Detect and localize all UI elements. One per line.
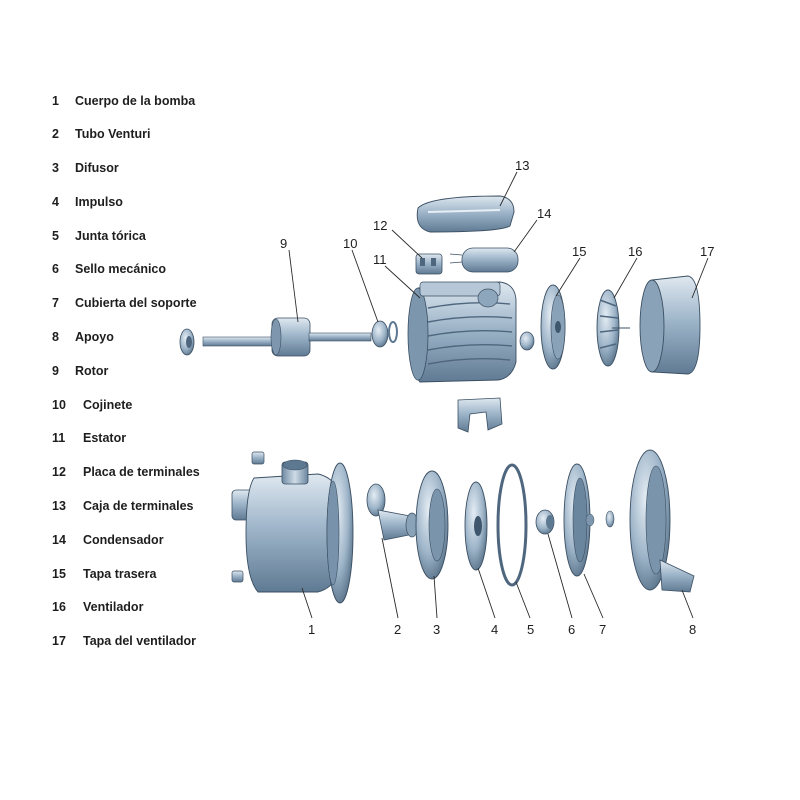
- legend-label: Cojinete: [83, 398, 133, 412]
- legend-item-3: 3 Difusor: [52, 158, 119, 178]
- legend-number: 3: [52, 161, 59, 175]
- callout-13: 13: [515, 158, 529, 173]
- bracket-cover-part: [563, 463, 595, 577]
- legend-label: Tubo Venturi: [75, 127, 151, 141]
- callout-leaders: [288, 171, 709, 619]
- fan-part: [596, 289, 630, 367]
- legend-label: Condensador: [83, 533, 164, 547]
- parts-legend: 1 Cuerpo de la bomba 2 Tubo Venturi 3 Difus…: [0, 0, 260, 800]
- legend-number: 14: [52, 533, 66, 547]
- pump-body-part: [231, 459, 354, 604]
- legend-item-17: 17 Tapa del ventilador: [52, 631, 196, 651]
- callout-16: 16: [628, 244, 642, 259]
- legend-label: Cubierta del soporte: [75, 296, 197, 310]
- legend-item-4: 4 Impulso: [52, 192, 123, 212]
- support-part: [629, 449, 695, 593]
- legend-label: Apoyo: [75, 330, 114, 344]
- legend-number: 8: [52, 330, 59, 344]
- legend-item-7: 7 Cubierta del soporte: [52, 293, 197, 313]
- mechanical-seal-part: [535, 509, 555, 535]
- stator-part: [407, 281, 517, 383]
- legend-item-12: 12 Placa de terminales: [52, 462, 200, 482]
- plug-bottom-part: [231, 570, 244, 583]
- legend-label: Rotor: [75, 364, 109, 378]
- legend-number: 16: [52, 600, 66, 614]
- legend-item-16: 16 Ventilador: [52, 597, 143, 617]
- callout-4: 4: [491, 622, 498, 637]
- legend-item-13: 13 Caja de terminales: [52, 496, 193, 516]
- callout-8: 8: [689, 622, 696, 637]
- legend-label: Caja de terminales: [83, 499, 194, 513]
- legend-label: Impulso: [75, 195, 123, 209]
- terminal-board-part: [415, 253, 443, 275]
- legend-label: Placa de terminales: [83, 465, 200, 479]
- callout-14: 14: [537, 206, 551, 221]
- diffuser-part: [415, 470, 449, 580]
- legend-label: Ventilador: [83, 600, 144, 614]
- legend-item-15: 15 Tapa trasera: [52, 564, 156, 584]
- callout-6: 6: [568, 622, 575, 637]
- callout-1: 1: [308, 622, 315, 637]
- callout-17: 17: [700, 244, 714, 259]
- callout-12: 12: [373, 218, 387, 233]
- legend-number: 12: [52, 465, 66, 479]
- legend-label: Cuerpo de la bomba: [75, 94, 196, 108]
- legend-number: 6: [52, 262, 59, 276]
- venturi-tube-part: [366, 483, 419, 541]
- legend-label: Difusor: [75, 161, 119, 175]
- rotor-part: [202, 317, 372, 357]
- back-cover-part: [540, 284, 566, 370]
- legend-item-14: 14 Condensador: [52, 530, 164, 550]
- fan-cover-part: [639, 275, 701, 375]
- bearing-left-part: [179, 328, 195, 356]
- legend-item-1: 1 Cuerpo de la bomba: [52, 91, 195, 111]
- callout-11: 11: [373, 252, 387, 267]
- legend-number: 17: [52, 634, 66, 648]
- legend-item-2: 2 Tubo Venturi: [52, 124, 150, 144]
- legend-item-5: 5 Junta tórica: [52, 226, 146, 246]
- legend-number: 15: [52, 567, 66, 581]
- bearing-part: [371, 320, 398, 348]
- legend-item-9: 9 Rotor: [52, 361, 108, 381]
- nut-part: [519, 331, 535, 351]
- legend-number: 7: [52, 296, 59, 310]
- legend-number: 4: [52, 195, 59, 209]
- legend-number: 11: [52, 431, 66, 445]
- plug-top-part: [251, 451, 265, 465]
- legend-item-8: 8 Apoyo: [52, 327, 114, 347]
- legend-label: Tapa trasera: [83, 567, 157, 581]
- legend-number: 9: [52, 364, 59, 378]
- legend-item-10: 10 Cojinete: [52, 395, 132, 415]
- callout-9: 9: [280, 236, 287, 251]
- callout-2: 2: [394, 622, 401, 637]
- legend-label: Junta tórica: [75, 229, 146, 243]
- callout-10: 10: [343, 236, 357, 251]
- legend-number: 1: [52, 94, 59, 108]
- legend-number: 5: [52, 229, 59, 243]
- motor-foot-part: [457, 397, 503, 433]
- legend-label: Tapa del ventilador: [83, 634, 196, 648]
- impeller-part: [464, 481, 488, 571]
- seal-ring-part: [605, 510, 615, 528]
- capacitor-part: [449, 247, 519, 273]
- legend-item-11: 11 Estator: [52, 428, 126, 448]
- legend-item-6: 6 Sello mecánico: [52, 259, 166, 279]
- o-ring-part: [496, 463, 528, 587]
- callout-7: 7: [599, 622, 606, 637]
- legend-number: 2: [52, 127, 59, 141]
- legend-label: Sello mecánico: [75, 262, 167, 276]
- callout-15: 15: [572, 244, 586, 259]
- terminal-box-part: [416, 195, 515, 233]
- legend-number: 10: [52, 398, 66, 412]
- callout-3: 3: [433, 622, 440, 637]
- callout-5: 5: [527, 622, 534, 637]
- legend-label: Estator: [83, 431, 127, 445]
- legend-number: 13: [52, 499, 66, 513]
